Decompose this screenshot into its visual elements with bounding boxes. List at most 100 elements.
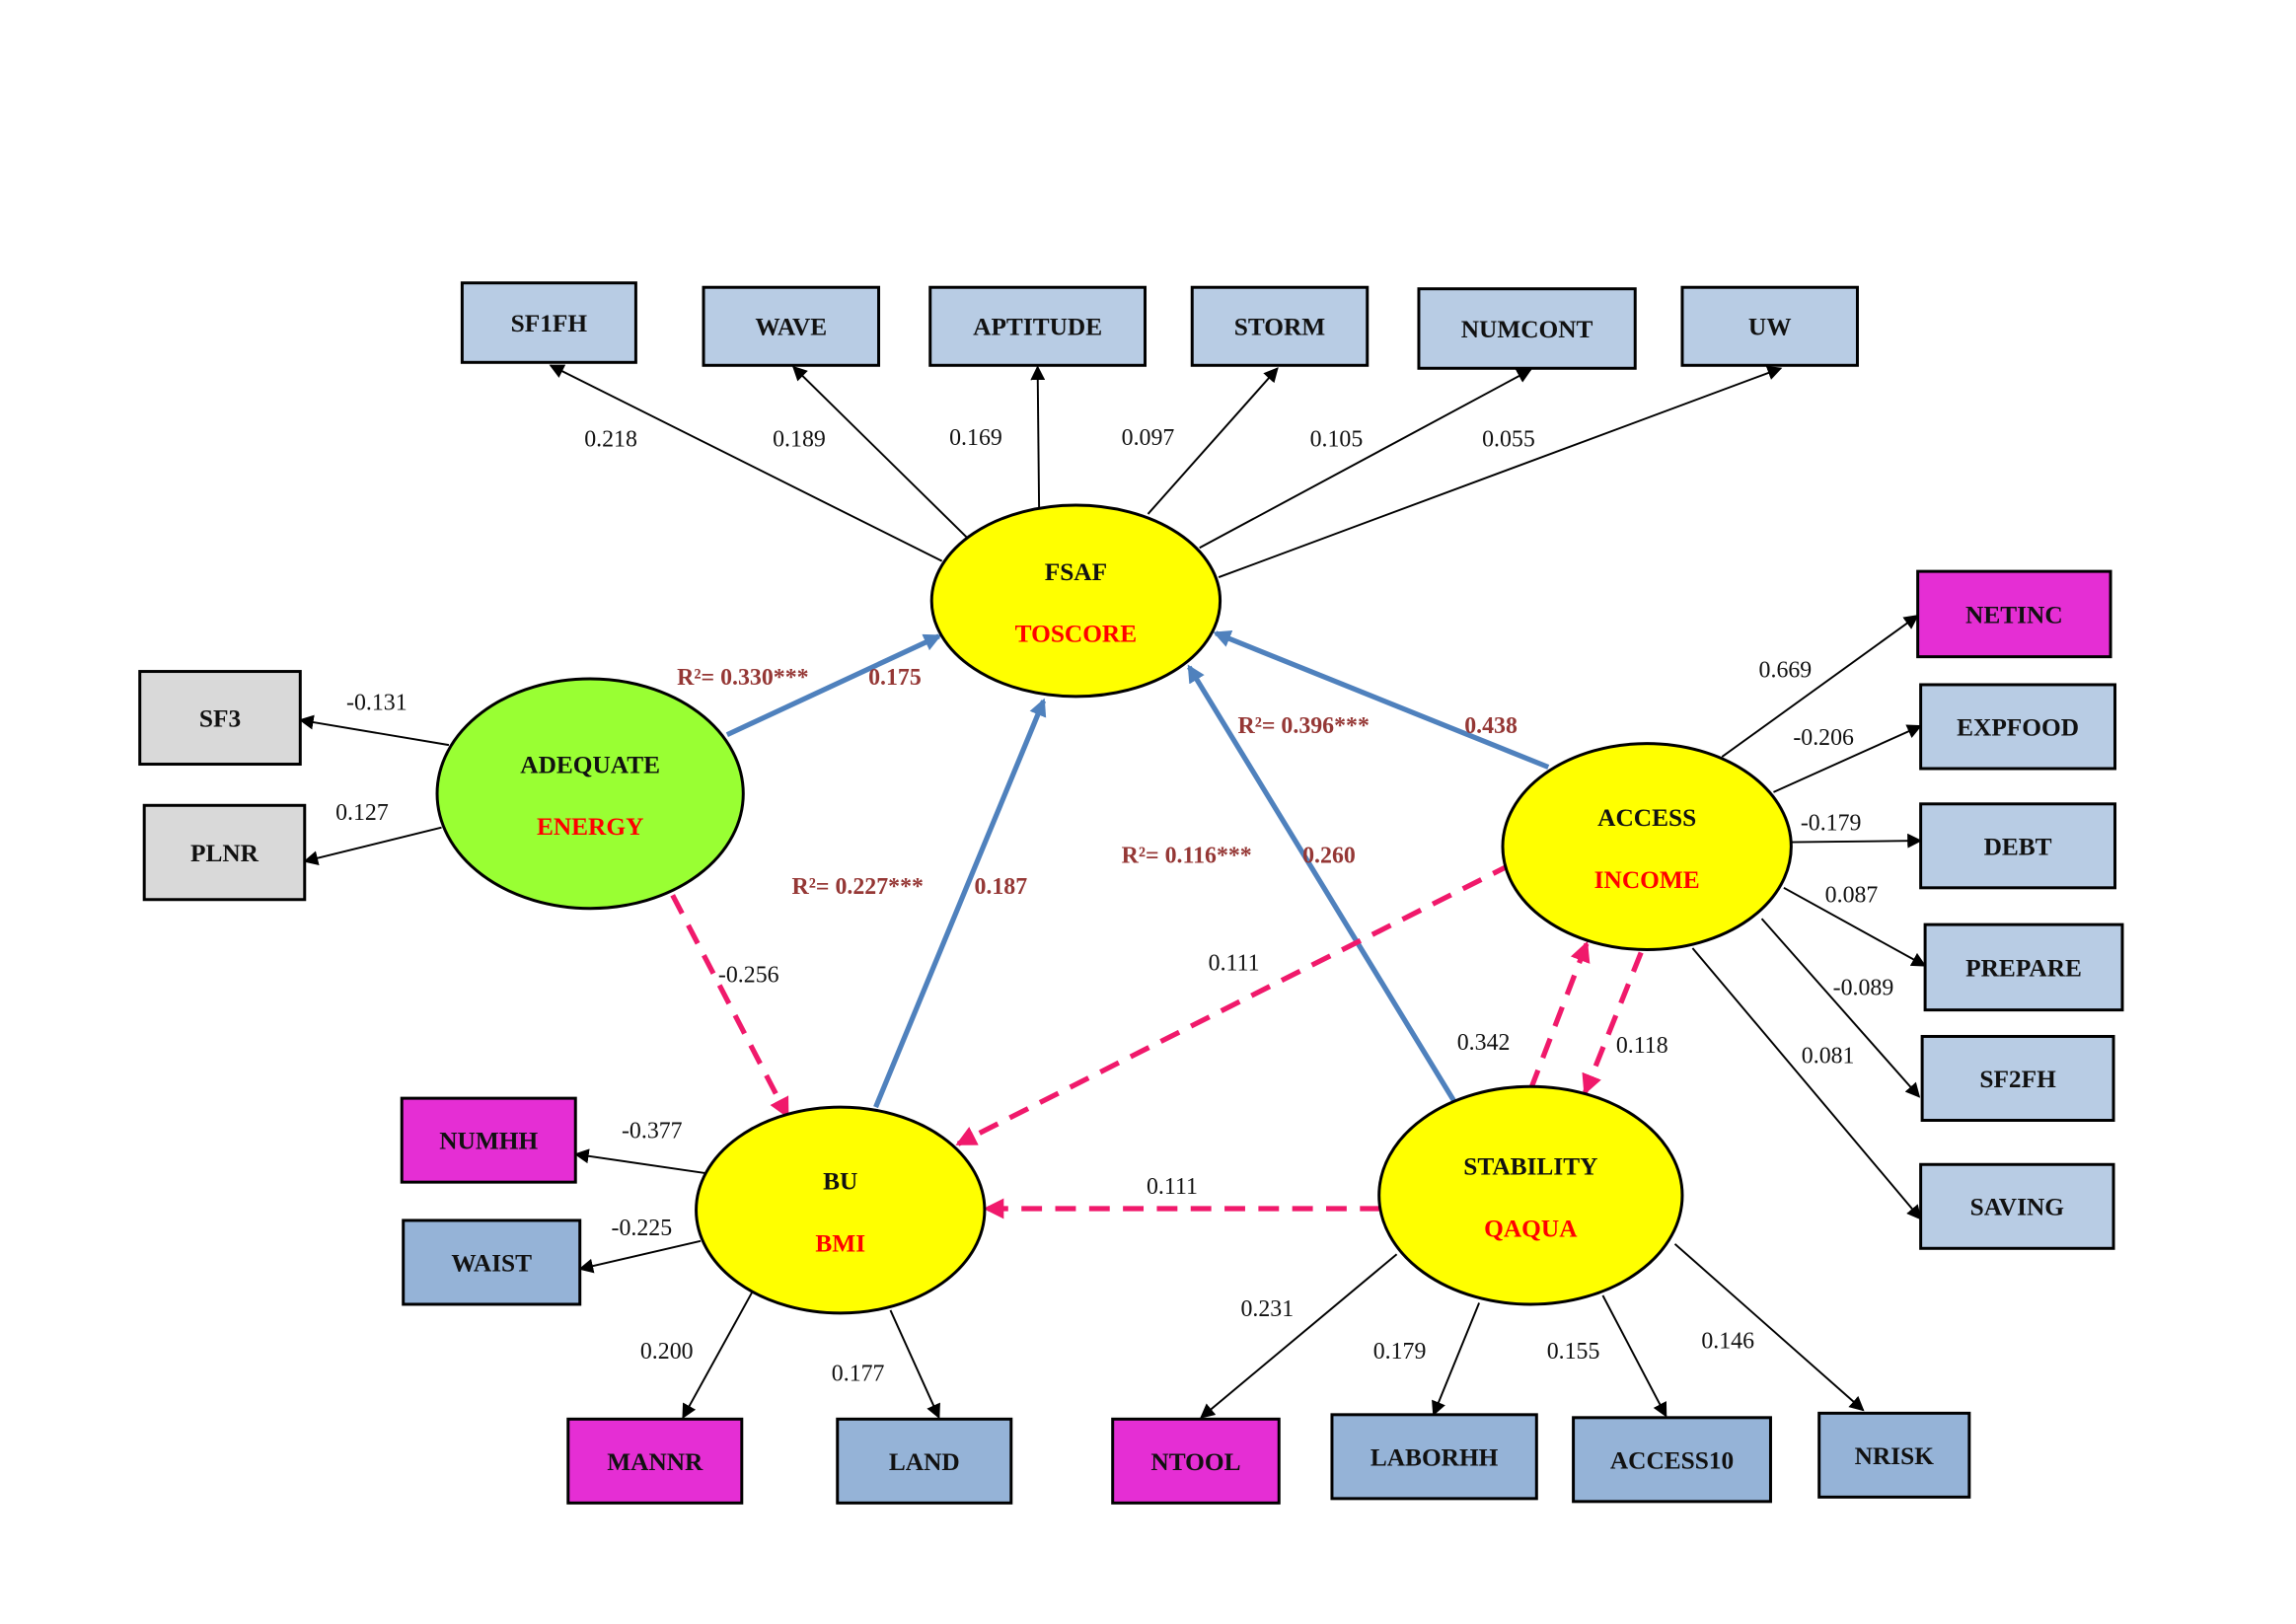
structural-path-stability-to-fsaf (1187, 664, 1456, 1103)
loading-value: 0.146 (1701, 1329, 1754, 1355)
indicator-box (836, 1417, 1013, 1505)
loading-value: -0.225 (612, 1216, 673, 1241)
indicator-label: NETINC (1965, 601, 2063, 628)
indicator-box (400, 1096, 577, 1184)
indicator-box (1919, 683, 2117, 771)
covariance-value: 0.118 (1616, 1033, 1668, 1059)
loading-arrow-access-netinc (1721, 614, 1919, 758)
indicator-laborhh: LABORHH (1330, 1413, 1538, 1501)
latent-ellipse (1501, 742, 1793, 951)
covariance-path-access-to-stability (1582, 951, 1644, 1095)
loading-value: 0.669 (1759, 658, 1813, 684)
loading-arrow-bu-waist (578, 1239, 702, 1274)
indicator-box (702, 285, 881, 367)
indicator-aptitude: APTITUDE (928, 285, 1148, 367)
loading-value: 0.189 (773, 426, 826, 452)
loading-arrow-stability-nrisk (1673, 1243, 1865, 1412)
indicator-land: LAND (836, 1417, 1013, 1505)
loading-arrow-stability-ntool (1200, 1253, 1398, 1419)
loading-value: -0.179 (1801, 811, 1862, 837)
loading-value: -0.131 (346, 690, 407, 715)
r-squared-label: R²= 0.116*** (1122, 843, 1252, 868)
loading-value: 0.169 (949, 425, 1002, 451)
indicator-box (1923, 923, 2124, 1012)
path-coefficient: 0.260 (1302, 843, 1356, 868)
loading-arrow-access-sf2fh (1760, 918, 1921, 1098)
latent-access: ACCESS INCOME (1501, 742, 1793, 951)
edges-layer (298, 364, 1927, 1420)
latent-name: ACCESS (1597, 804, 1696, 832)
indicator-label: PREPARE (1965, 954, 2082, 982)
indicator-box (460, 281, 637, 364)
indicator-access10: ACCESS10 (1572, 1416, 1772, 1504)
loading-arrow-stability-access10 (1601, 1294, 1667, 1418)
indicator-label: MANNR (607, 1448, 704, 1476)
indicator-box (1111, 1417, 1281, 1505)
structural-path-access-to-fsaf (1213, 630, 1550, 770)
structural-path-adequate-to-fsaf (725, 633, 942, 738)
indicator-ntool: NTOOL (1111, 1417, 1281, 1505)
r-squared-label: R²= 0.396*** (1237, 713, 1369, 739)
loading-value: 0.218 (584, 426, 637, 452)
loading-arrow-access-saving (1691, 947, 1922, 1220)
r-squared-label: R²= 0.227*** (792, 874, 924, 900)
latent-subtitle: TOSCORE (1015, 621, 1137, 648)
loading-arrow-fsaf-uw (1218, 365, 1783, 578)
indicator-storm: STORM (1190, 285, 1370, 367)
latent-ellipse (929, 503, 1222, 699)
latent-name: FSAF (1045, 558, 1107, 586)
indicator-sf3: SF3 (138, 670, 302, 767)
latent-subtitle: INCOME (1594, 866, 1700, 894)
indicator-box (402, 1218, 582, 1306)
loading-value: 0.179 (1373, 1339, 1427, 1365)
latent-name: STABILITY (1463, 1153, 1597, 1181)
indicator-box (1919, 802, 2117, 890)
covariance-path-access-to-bu (955, 861, 1514, 1146)
latent-name: ADEQUATE (520, 751, 660, 778)
path-coefficient: 0.438 (1464, 713, 1518, 739)
indicator-label: SF1FH (511, 310, 588, 337)
loading-value: 0.231 (1240, 1296, 1294, 1322)
latent-subtitle: BMI (815, 1229, 865, 1257)
covariance-value: 0.342 (1457, 1030, 1511, 1056)
indicator-prepare: PREPARE (1923, 923, 2124, 1012)
loading-arrow-bu-land (889, 1309, 940, 1420)
latent-ellipse (435, 677, 745, 911)
loading-arrow-access-prepare (1783, 886, 1927, 967)
indicator-numhh: NUMHH (400, 1096, 577, 1184)
indicator-wave: WAVE (702, 285, 881, 367)
loading-arrow-stability-laborhh (1432, 1302, 1481, 1417)
indicator-box (566, 1417, 744, 1505)
loading-value: 0.105 (1310, 426, 1364, 452)
indicator-label: DEBT (1984, 833, 2052, 860)
latent-subtitle: QAQUA (1484, 1215, 1578, 1242)
indicator-label: SF2FH (1979, 1066, 2056, 1093)
loading-arrow-access-expfood (1773, 724, 1922, 793)
covariance-path-stability-to-access (1527, 940, 1591, 1091)
latent-ellipse (1377, 1084, 1684, 1306)
indicator-box (142, 803, 307, 902)
indicator-label: PLNR (190, 840, 259, 867)
indicator-box (1920, 1034, 2115, 1122)
indicator-box (1417, 287, 1637, 370)
loading-arrow-access-debt (1791, 833, 1923, 849)
covariance-value: -0.256 (718, 962, 779, 988)
loading-value: 0.055 (1482, 426, 1535, 452)
indicator-expfood: EXPFOOD (1919, 683, 2117, 771)
loading-arrow-fsaf-aptitude (1030, 365, 1046, 508)
structural-path-bu-to-fsaf (873, 698, 1047, 1109)
latent-subtitle: ENERGY (537, 813, 643, 841)
indicator-numcont: NUMCONT (1417, 287, 1637, 370)
covariance-path-adequate-to-bu (670, 894, 790, 1119)
loading-value: 0.177 (832, 1362, 885, 1387)
covariance-value: 0.111 (1147, 1174, 1198, 1200)
indicator-netinc: NETINC (1916, 569, 2112, 659)
indicator-sf2fh: SF2FH (1920, 1034, 2115, 1122)
indicator-label: APTITUDE (973, 314, 1102, 341)
loading-arrow-bu-mannr (682, 1289, 755, 1420)
loading-value: -0.206 (1793, 725, 1854, 751)
indicator-waist: WAIST (402, 1218, 582, 1306)
